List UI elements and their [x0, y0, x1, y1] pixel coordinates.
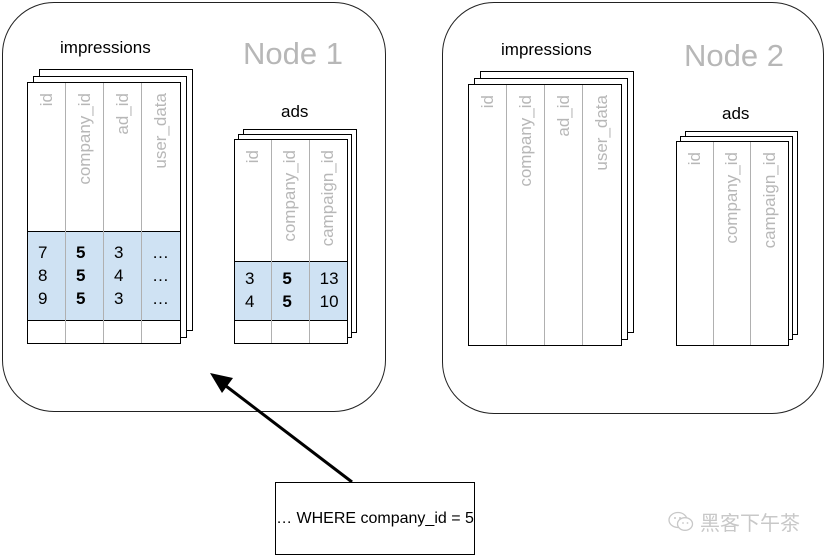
- table-cell: 10: [319, 292, 339, 311]
- table-cell: …: [152, 243, 169, 262]
- table-cell: 5: [76, 289, 86, 308]
- table-cell: 3: [114, 243, 124, 262]
- table-cell: 5: [76, 243, 86, 262]
- table-cell: …: [152, 289, 169, 308]
- table-cell: …: [152, 266, 169, 285]
- query-arrow-shaft: [221, 381, 353, 484]
- query-box: … WHERE company_id = 5: [275, 482, 475, 555]
- node-1-ads-title: ads: [281, 102, 309, 121]
- column-company-id: company_id: [714, 142, 751, 345]
- node-2-impressions-title: impressions: [501, 40, 592, 59]
- node-2-ads-title: ads: [722, 104, 750, 123]
- query-arrow-head: [210, 373, 233, 393]
- column-cells: 3 4 3: [104, 241, 141, 310]
- column-cells: … … …: [142, 241, 180, 310]
- table-cell: 4: [114, 266, 124, 285]
- watermark-text: 黑客下午茶: [700, 513, 800, 535]
- watermark: 黑客下午茶: [668, 507, 800, 536]
- table-cell: 5: [76, 266, 86, 285]
- query-text: … WHERE company_id = 5: [276, 509, 474, 527]
- table-cell: 5: [282, 292, 292, 311]
- wechat-icon: [668, 511, 694, 531]
- table-cell: 7: [38, 243, 48, 262]
- table-cell: 5: [282, 269, 292, 288]
- table-cell: 3: [114, 289, 124, 308]
- column-cells: 7 8 9: [28, 241, 65, 310]
- table-cell: 3: [245, 269, 255, 288]
- table-cell: 8: [38, 266, 48, 285]
- column-id: id: [677, 142, 714, 345]
- column-id: id: [469, 85, 507, 345]
- column-user-data: user_data………: [142, 83, 180, 343]
- table-cell: 13: [319, 269, 339, 288]
- column-ad-id: ad_id: [545, 85, 583, 345]
- node-1-impressions-title: impressions: [60, 38, 151, 57]
- table-cell: 9: [38, 289, 48, 308]
- table-cell: 4: [245, 292, 255, 311]
- column-company-id: company_id: [507, 85, 545, 345]
- node-1-title: Node 1: [243, 36, 343, 71]
- column-cells: 5 5 5: [66, 241, 103, 310]
- node-2-title: Node 2: [684, 38, 784, 73]
